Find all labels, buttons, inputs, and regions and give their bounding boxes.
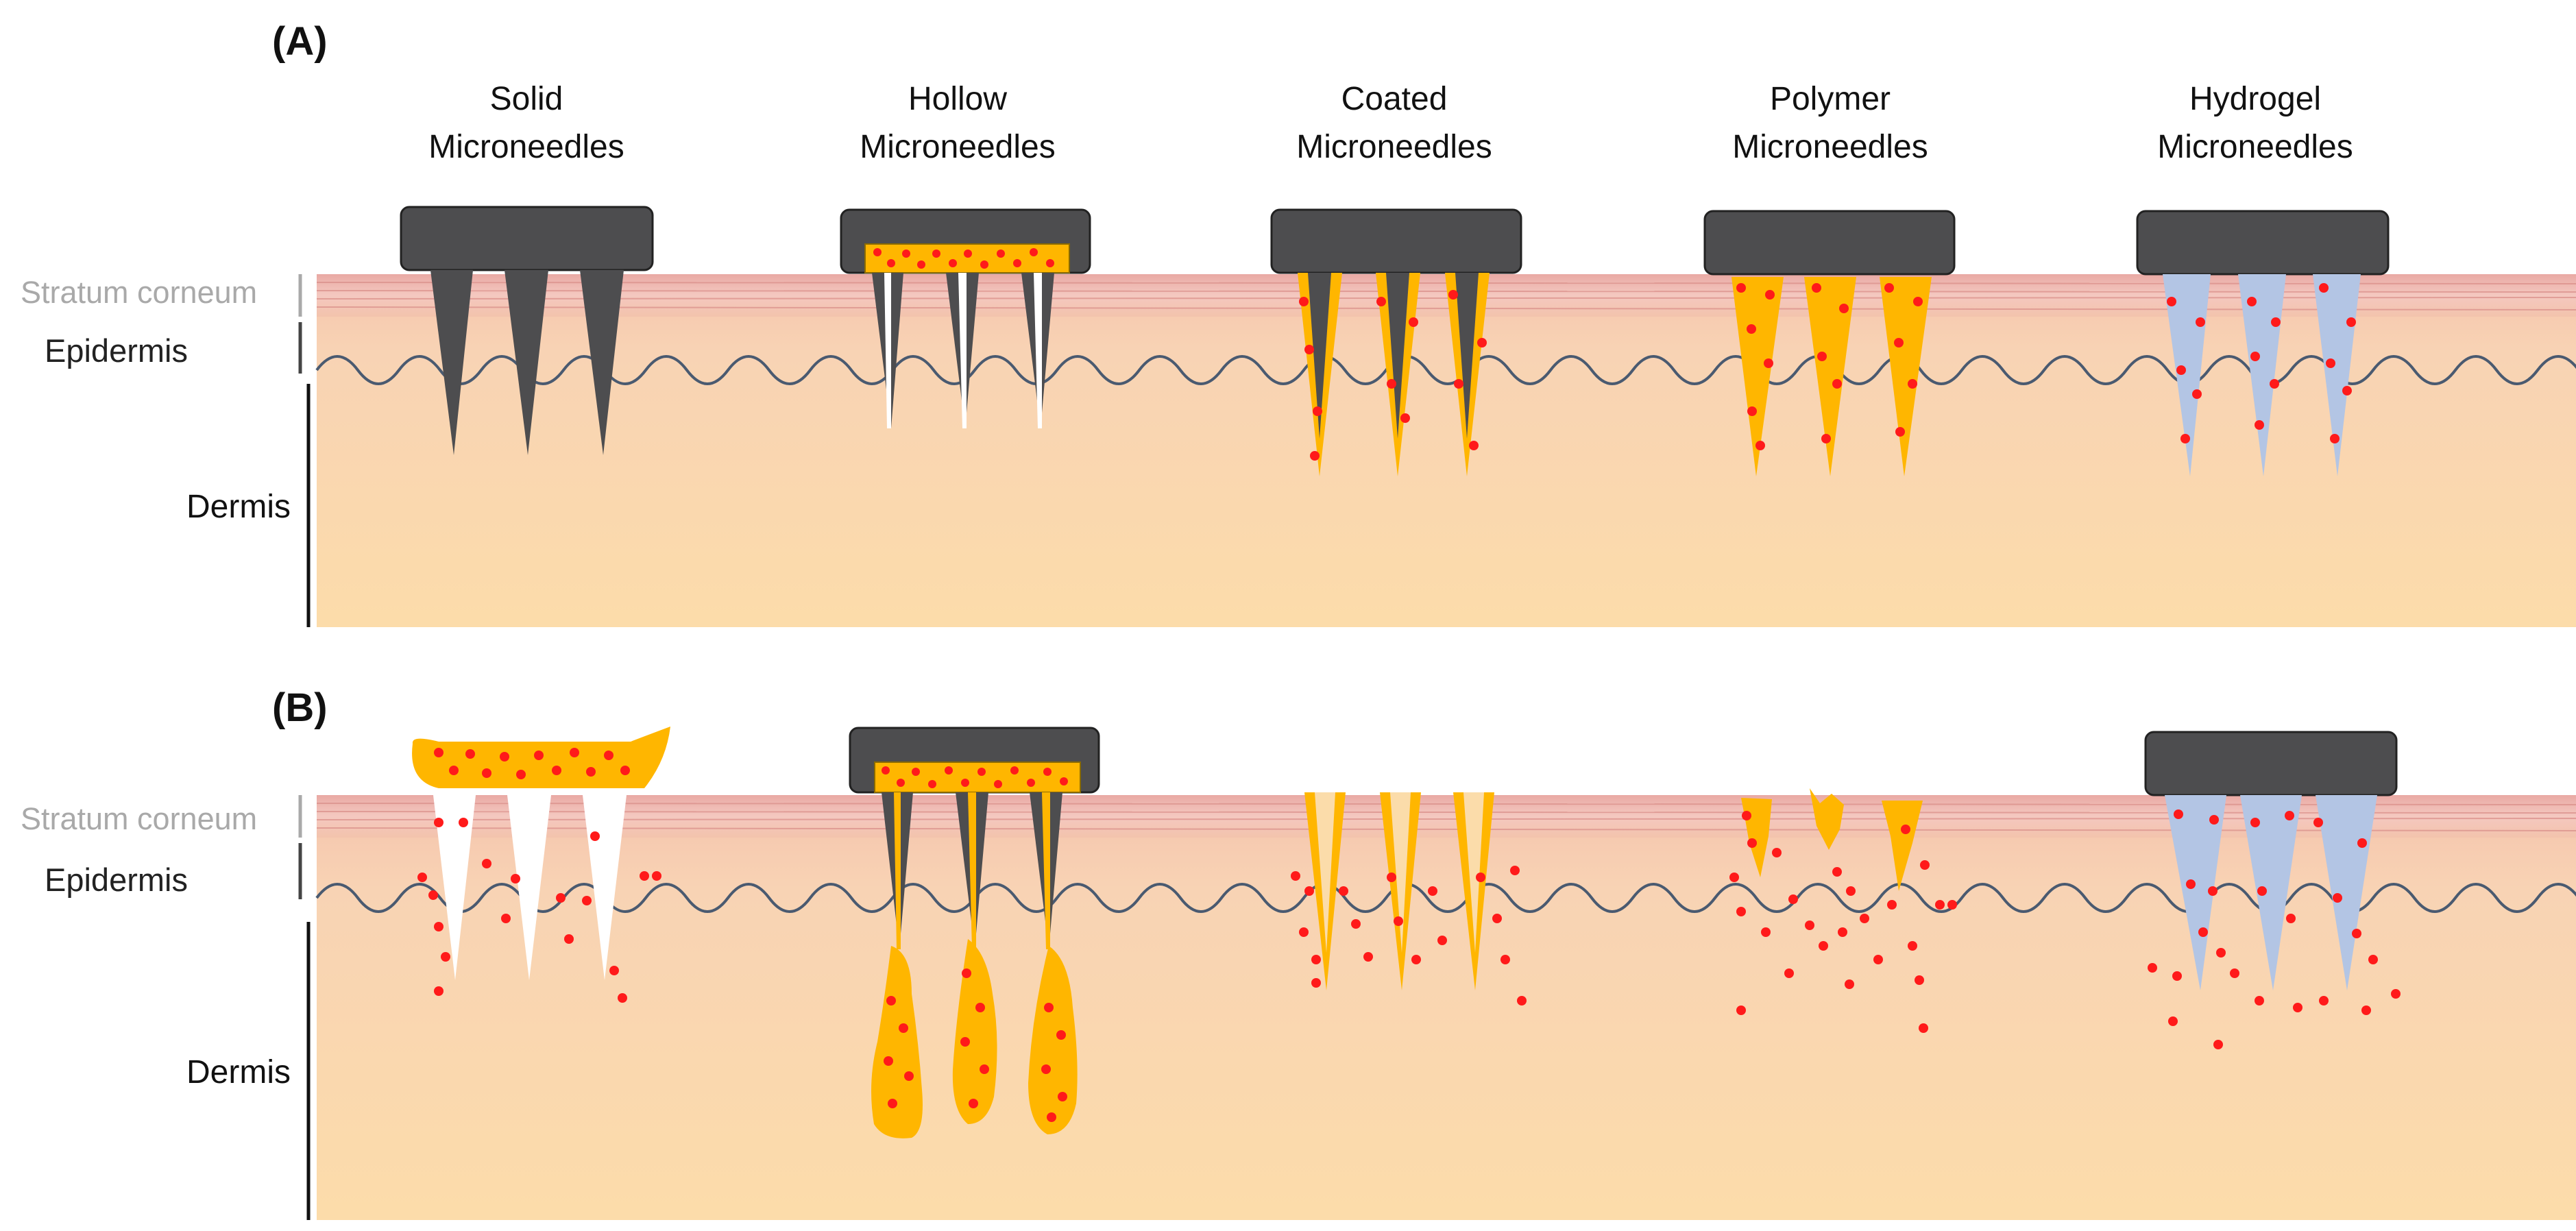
label-epidermis-b: Epidermis bbox=[45, 862, 188, 898]
title-hollow-line1: Hollow bbox=[908, 81, 1007, 117]
drug-particles bbox=[417, 818, 661, 1003]
title-polymer-line1: Polymer bbox=[1770, 81, 1891, 117]
swollen-hydrogel-needle bbox=[2240, 795, 2302, 990]
polymer-needle bbox=[1880, 277, 1932, 476]
dissolving-polymer-needle bbox=[1810, 788, 1844, 850]
solid-needle bbox=[430, 270, 473, 455]
micropore bbox=[433, 795, 476, 980]
dermis-region-a bbox=[317, 274, 2576, 627]
title-solid-line1: Solid bbox=[490, 81, 563, 117]
dermis-region-b bbox=[317, 795, 2576, 1220]
drug-particles bbox=[882, 766, 1068, 788]
drug-particles bbox=[1299, 290, 1487, 461]
polymer-needle bbox=[1804, 277, 1856, 476]
solid-microneedle-array-a bbox=[400, 206, 654, 455]
panel-b: (B) Stratum corneum Epidermis Dermis bbox=[21, 685, 2576, 1220]
title-polymer-line2: Microneedles bbox=[1732, 129, 1928, 165]
hydrogel-microneedle-application-b bbox=[2144, 731, 2401, 1049]
coated-needle-core bbox=[1386, 273, 1409, 439]
panel-a: (A) Solid Microneedles Hollow Microneedl… bbox=[21, 19, 2576, 627]
title-hydrogel-line1: Hydrogel bbox=[2189, 81, 2321, 117]
dissolving-polymer-needle bbox=[1882, 801, 1923, 891]
drug-channel bbox=[894, 792, 901, 949]
micropore bbox=[583, 795, 627, 980]
label-stratum-corneum-b: Stratum corneum bbox=[21, 801, 257, 836]
drug-particles bbox=[1291, 866, 1527, 1005]
coated-needle-core bbox=[1308, 273, 1331, 439]
drug-reservoir bbox=[874, 761, 1081, 793]
drug-particles bbox=[2167, 283, 2356, 443]
label-dermis-a: Dermis bbox=[186, 489, 291, 525]
drug-channel bbox=[1042, 792, 1050, 949]
panel-a-label: (A) bbox=[272, 19, 328, 64]
drug-particles bbox=[884, 968, 1067, 1122]
micropore bbox=[507, 795, 551, 980]
skin-block-b bbox=[315, 795, 2576, 1220]
coated-microneedle-application-b bbox=[1291, 792, 1527, 1005]
skin-block-a bbox=[315, 274, 2576, 627]
solid-microneedle-application-b bbox=[412, 727, 670, 1003]
stratum-corneum-region-b bbox=[317, 795, 2576, 838]
patch-backing bbox=[1270, 208, 1522, 274]
solid-needle bbox=[505, 270, 548, 455]
drug-channel bbox=[968, 792, 976, 949]
label-stratum-corneum-a: Stratum corneum bbox=[21, 275, 257, 310]
title-hydrogel-line2: Microneedles bbox=[2157, 129, 2353, 165]
title-coated-line1: Coated bbox=[1341, 81, 1448, 117]
drug-reservoir bbox=[864, 243, 1070, 273]
polymer-microneedle-application-b bbox=[1729, 788, 1957, 1033]
drug-depot bbox=[1028, 946, 1078, 1134]
label-dermis-b: Dermis bbox=[186, 1054, 291, 1090]
panel-b-label: (B) bbox=[272, 685, 328, 730]
needle-track bbox=[1315, 792, 1335, 953]
label-epidermis-a: Epidermis bbox=[45, 332, 188, 369]
drug-particles bbox=[873, 248, 1054, 269]
title-solid-line2: Microneedles bbox=[428, 129, 624, 165]
patch-backing bbox=[2144, 731, 2398, 796]
coated-microneedle-array-a bbox=[1270, 208, 1522, 476]
hydrogel-microneedle-array-a bbox=[2136, 210, 2390, 476]
drug-depot bbox=[871, 946, 923, 1138]
hollow-microneedle-array-a bbox=[840, 208, 1091, 428]
drug-depot bbox=[952, 939, 997, 1124]
swollen-hydrogel-needle bbox=[2165, 795, 2226, 990]
patch-backing bbox=[2136, 210, 2390, 276]
drug-particles bbox=[1736, 283, 1923, 450]
title-coated-line2: Microneedles bbox=[1296, 129, 1492, 165]
hollow-microneedle-application-b bbox=[849, 727, 1100, 1138]
hollow-needles bbox=[872, 273, 1054, 428]
patch-backing bbox=[1703, 210, 1956, 276]
drug-particles bbox=[2148, 809, 2401, 1049]
title-hollow-line2: Microneedles bbox=[860, 129, 1055, 165]
drug-particles bbox=[1729, 811, 1957, 1033]
needle-track bbox=[1463, 792, 1484, 953]
drug-particles bbox=[434, 748, 630, 779]
polymer-microneedle-array-a bbox=[1703, 210, 1956, 476]
patch-backing bbox=[400, 206, 654, 271]
solid-needle bbox=[580, 270, 624, 455]
needle-track bbox=[1390, 792, 1411, 953]
coated-needle-core bbox=[1455, 273, 1479, 439]
polymer-needle bbox=[1731, 277, 1784, 476]
